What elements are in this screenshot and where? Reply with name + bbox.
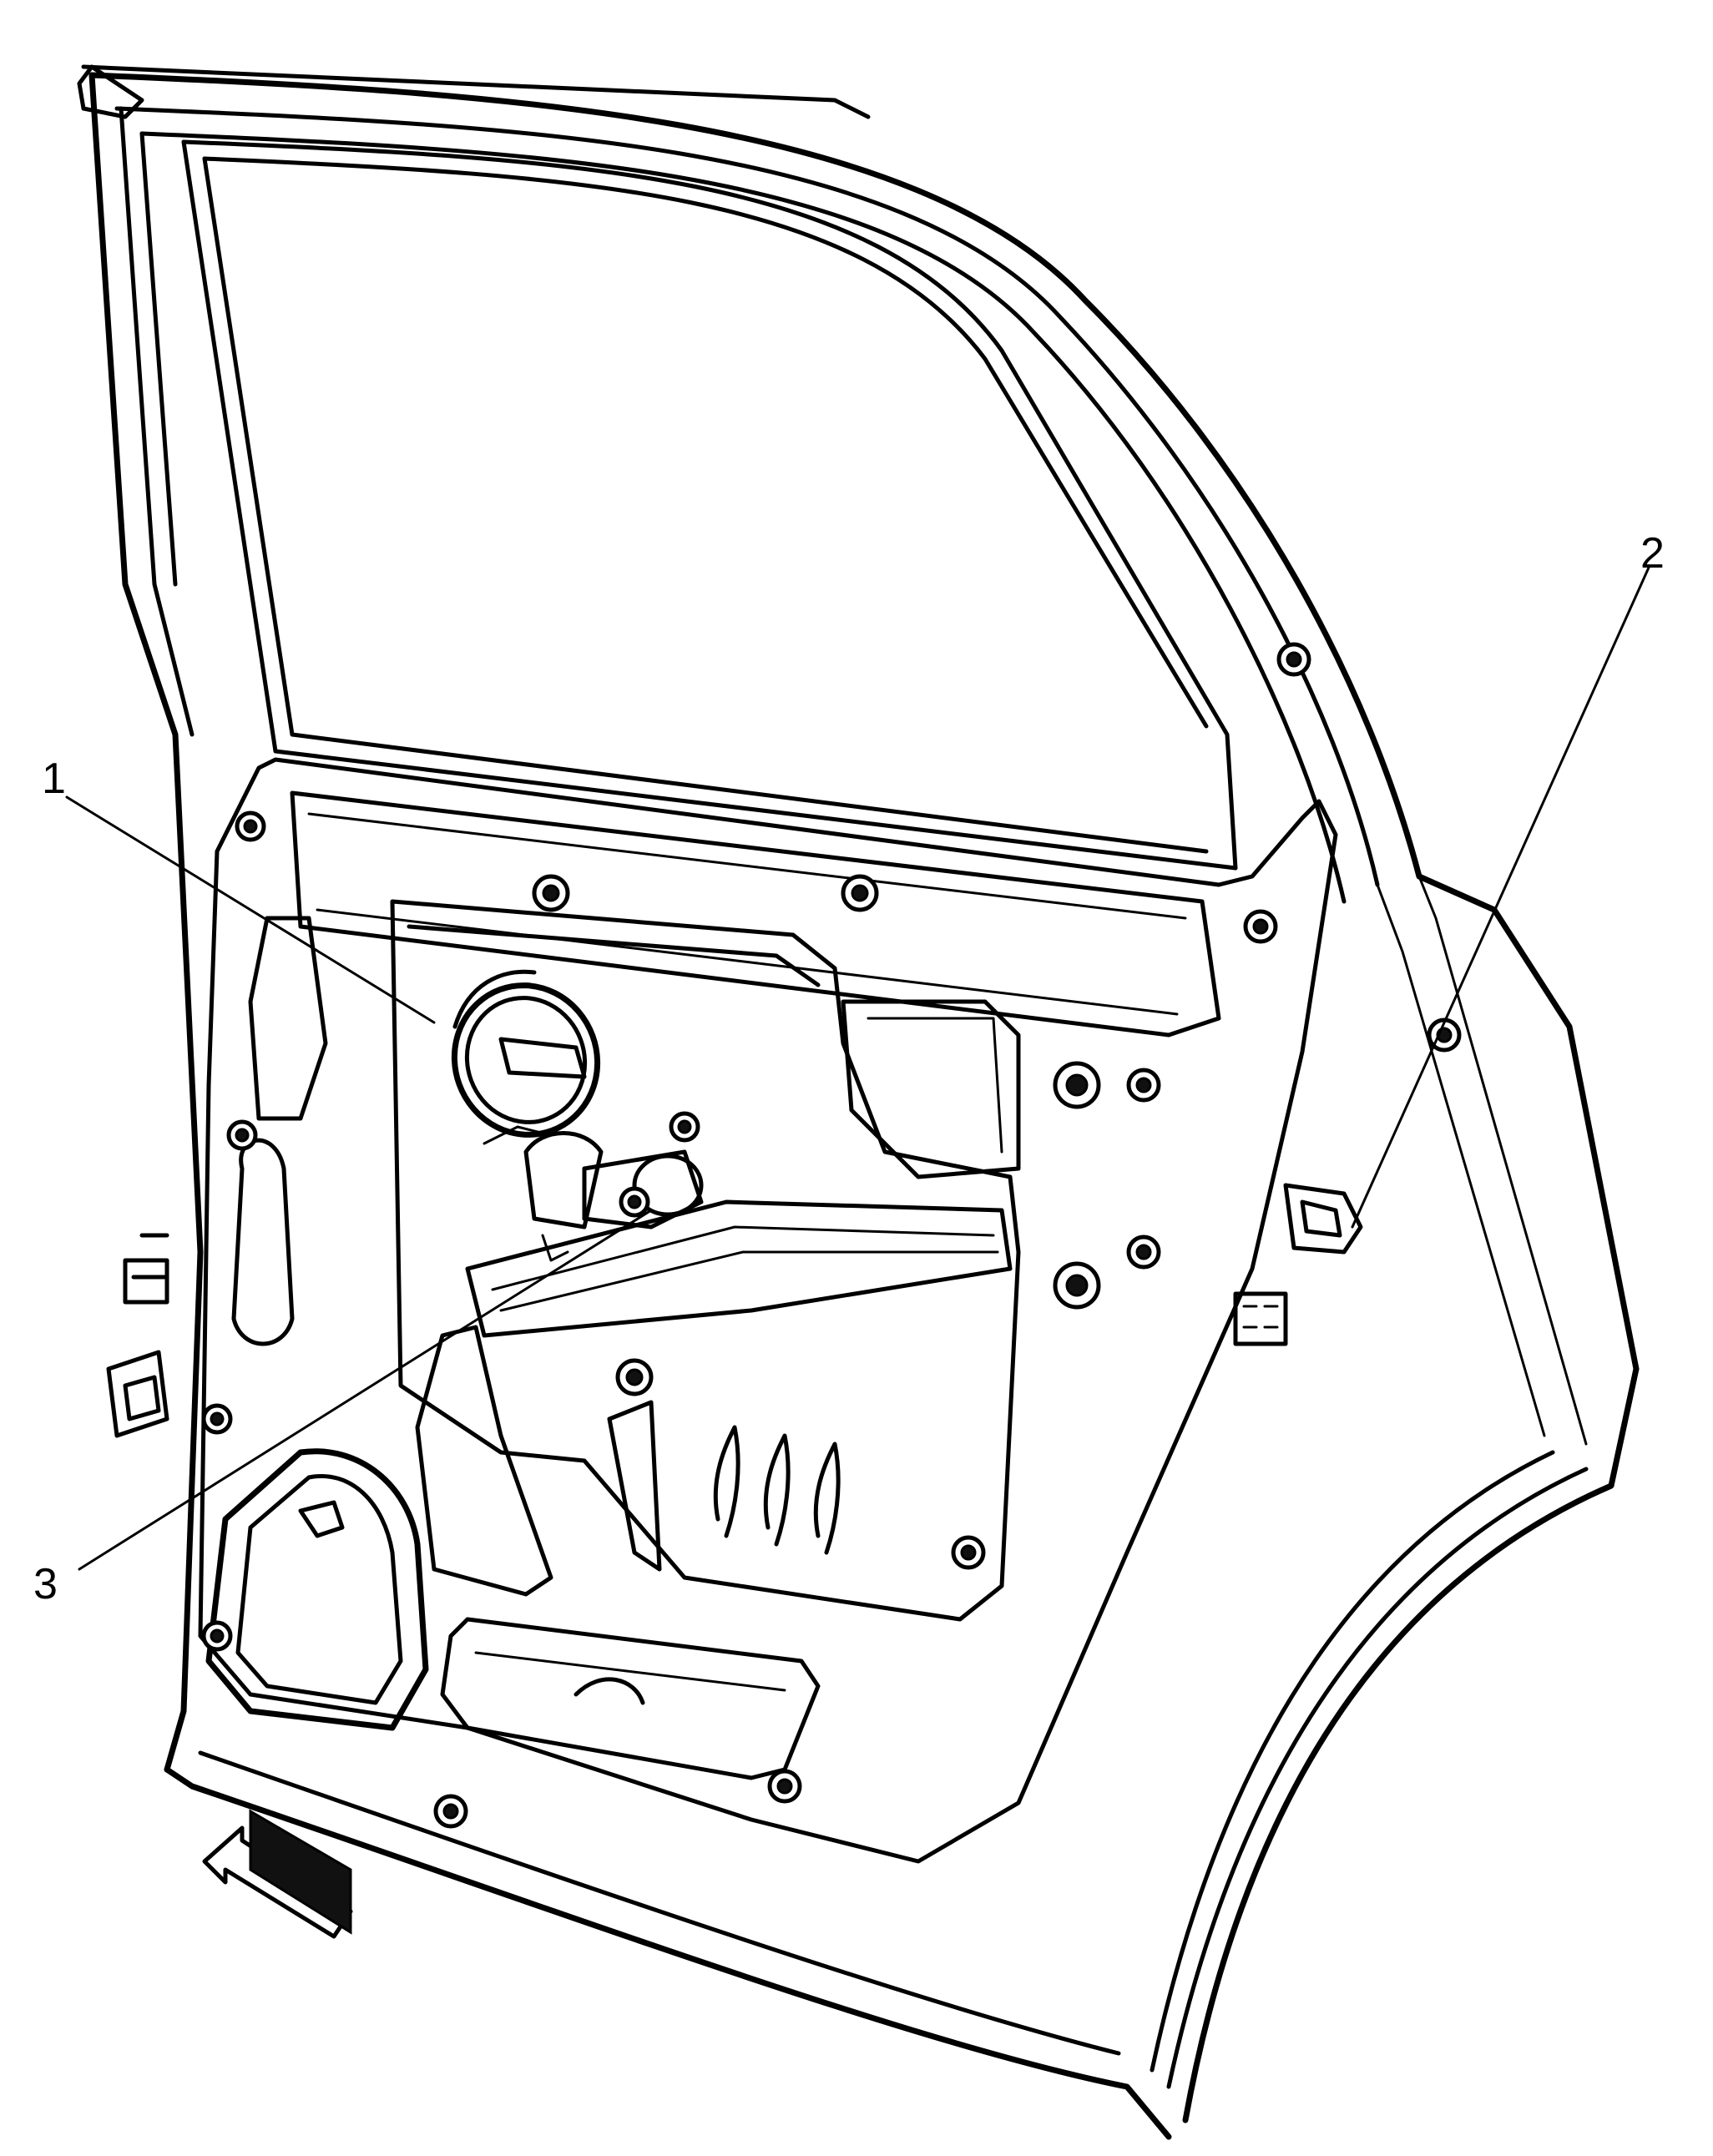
- door-hinges: [106, 1233, 169, 1438]
- callout-3-leader: [78, 1209, 653, 1571]
- callout-2-leader: [1351, 566, 1650, 1229]
- door-outer-frame: [77, 64, 1640, 2140]
- speaker-opening: [205, 1448, 429, 1731]
- callout-1-leader: [65, 795, 436, 1024]
- door-latch-bracket: [1233, 1183, 1363, 1346]
- front-direction-arrow-icon: [202, 1809, 353, 1939]
- callout-labels: 1 2 3: [33, 529, 1665, 1608]
- panel-recesses: [231, 916, 841, 1597]
- callout-leaders: [65, 566, 1650, 1571]
- callout-1: 1: [42, 755, 66, 803]
- inner-door-panel: [198, 757, 1338, 1864]
- fastener-holes: [201, 642, 1462, 1829]
- lower-armrest-cutout: [440, 1617, 821, 1780]
- window-regulator-module: [390, 899, 1021, 1622]
- callout-3: 3: [33, 1560, 58, 1608]
- window-glass-opening: [181, 139, 1238, 871]
- inside-door-handle: [451, 969, 601, 1138]
- callout-2: 2: [1640, 529, 1665, 578]
- window-motor: [483, 1125, 704, 1262]
